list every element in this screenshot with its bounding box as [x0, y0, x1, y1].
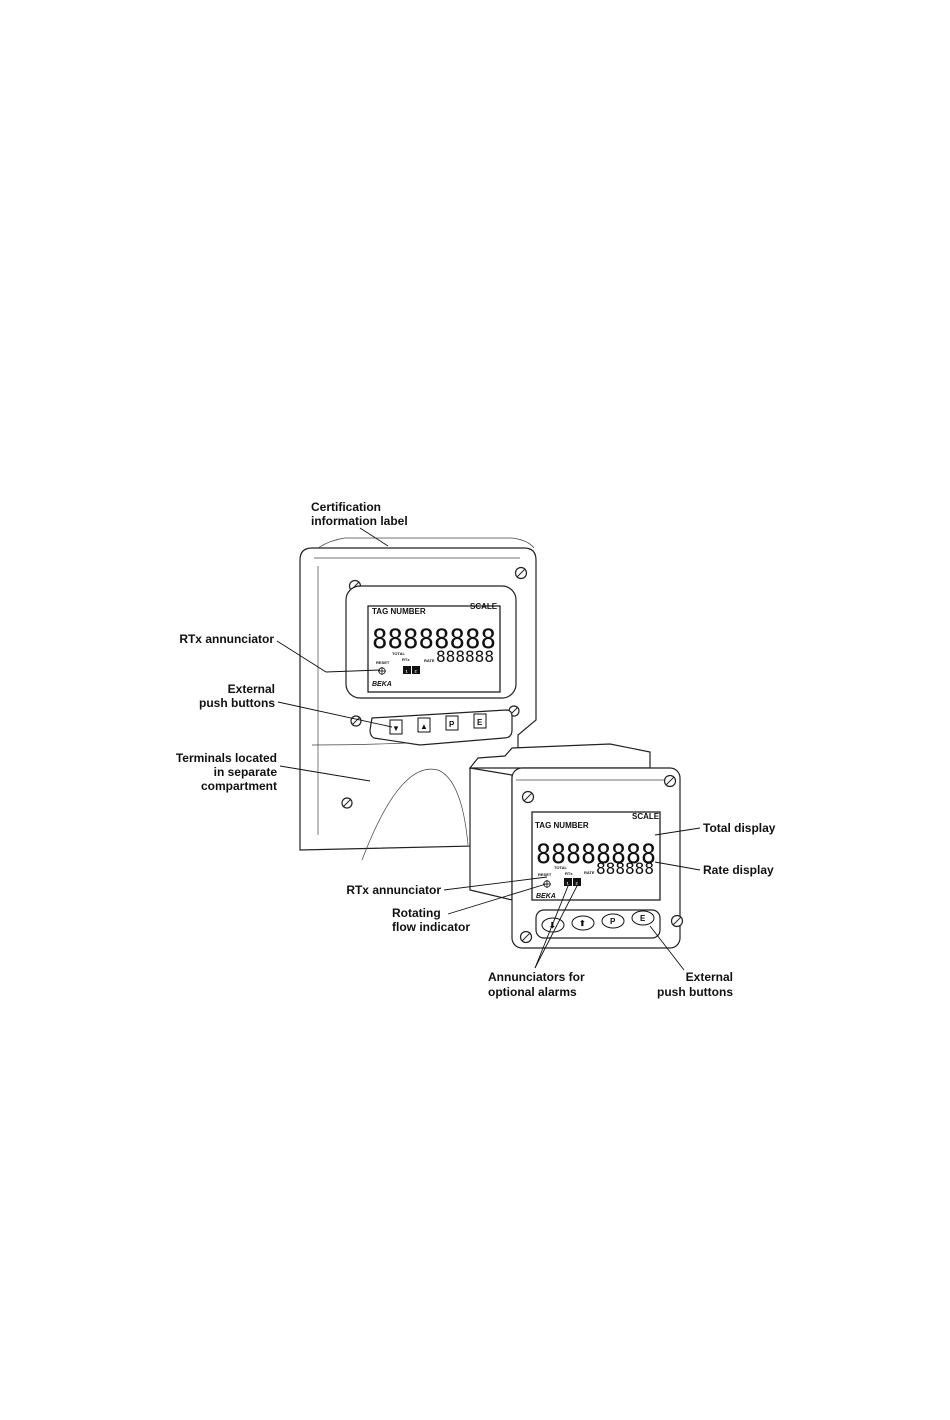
svg-text:E: E [640, 914, 646, 923]
front-screw-bl [519, 930, 533, 944]
svg-text:External: External [228, 682, 275, 696]
rear-screw-tr [514, 566, 528, 580]
front-alarm2-label: 2 [576, 881, 579, 886]
front-rate-label: RATE [584, 870, 595, 875]
front-total-label: TOTAL [554, 865, 568, 870]
svg-text:Rotating: Rotating [392, 906, 441, 920]
front-rate-digits: 888888 [596, 859, 654, 878]
rear-scale-label: SCALE [470, 602, 498, 611]
front-button-panel [535, 909, 661, 939]
svg-text:P: P [610, 917, 616, 926]
front-up-button[interactable]: ⬆ [571, 915, 595, 931]
rear-lcd [367, 605, 501, 693]
rear-tag-number: TAG NUMBER [372, 607, 426, 616]
svg-text:RTx annunciator: RTx annunciator [179, 632, 274, 646]
rear-lid-top [317, 537, 535, 549]
front-lcd [531, 811, 661, 901]
callout-external-buttons-front: External push buttons [649, 925, 733, 999]
callout-rotating-flow: Rotating flow indicator [392, 883, 547, 934]
front-alarm1-label: 1 [567, 881, 570, 886]
callout-terminals: Terminals located in separate compartmen… [176, 751, 371, 793]
front-p-button[interactable]: P [601, 913, 625, 929]
rear-e-button[interactable]: E [473, 713, 487, 729]
rear-alarm1-label: 1 [406, 669, 409, 674]
front-housing-top [468, 743, 651, 769]
svg-text:information label: information label [311, 514, 408, 528]
svg-text:optional alarms: optional alarms [488, 985, 577, 999]
callout-total-display: Total display [654, 821, 776, 836]
svg-text:Total display: Total display [703, 821, 776, 835]
callout-external-buttons-rear: External push buttons [199, 682, 393, 728]
callout-certification-label: Certification information label [311, 500, 408, 547]
front-brand-logo: BEKA [536, 893, 556, 900]
front-reset-label: RESET [538, 872, 552, 877]
svg-text:▼: ▼ [392, 724, 400, 733]
rear-screw-bl [341, 797, 353, 809]
rear-brand-logo: BEKA [372, 681, 392, 688]
rear-total-digits: 88888888 [372, 624, 496, 655]
callout-rtx-annunciator-rear: RTx annunciator [179, 632, 381, 673]
callout-alarm-annunciators: Annunciators for optional alarms [488, 885, 585, 999]
front-total-digits: 88888888 [536, 839, 656, 870]
svg-text:P: P [449, 720, 455, 729]
rear-rate-label: RATE [424, 658, 435, 663]
rear-rate-digits: 888888 [436, 647, 494, 666]
svg-text:E: E [477, 718, 483, 727]
rear-total-label: TOTAL [392, 651, 406, 656]
front-instrument: TAG NUMBER SCALE 88888888 TOTAL RTx RESE… [468, 743, 684, 949]
front-alarm1-annunciator [564, 878, 572, 886]
svg-text:push buttons: push buttons [199, 696, 275, 710]
svg-text:▲: ▲ [420, 722, 428, 731]
svg-text:External: External [686, 970, 733, 984]
rear-flow-indicator-icon [378, 667, 386, 675]
svg-text:in separate: in separate [214, 765, 278, 779]
svg-text:Annunciators for: Annunciators for [488, 970, 585, 984]
front-screw-br [670, 914, 684, 928]
rear-rtx-label: RTx [402, 657, 410, 662]
front-screw-tl [521, 790, 535, 804]
callout-rtx-annunciator-front: RTx annunciator [346, 876, 548, 897]
rear-reset-label: RESET [376, 660, 390, 665]
front-housing-side [469, 767, 513, 901]
rear-p-button[interactable]: P [445, 715, 459, 731]
rear-up-button[interactable]: ▲ [417, 717, 431, 733]
front-down-button[interactable]: ⬇ [541, 917, 565, 933]
rear-alarm2-annunciator [412, 666, 420, 674]
svg-text:⬆: ⬆ [579, 919, 586, 928]
svg-text:flow indicator: flow indicator [392, 920, 470, 934]
front-rtx-label: RTx [565, 871, 573, 876]
front-e-button[interactable]: E [631, 910, 655, 926]
callout-rate-display: Rate display [654, 861, 774, 877]
rear-alarm1-annunciator [403, 666, 411, 674]
front-tag-number: TAG NUMBER [535, 821, 589, 830]
front-scale-label: SCALE [632, 812, 660, 821]
svg-text:compartment: compartment [201, 779, 277, 793]
terminal-compartment-arch [361, 768, 469, 861]
svg-text:push buttons: push buttons [657, 985, 733, 999]
front-flow-indicator-icon [543, 880, 551, 888]
svg-text:Certification: Certification [311, 500, 381, 514]
rear-instrument: TAG NUMBER SCALE 88888888 TOTAL RTx RESE… [299, 537, 537, 861]
rear-alarm2-label: 2 [415, 669, 418, 674]
rear-screw-ml [350, 715, 362, 727]
svg-text:Terminals located: Terminals located [176, 751, 277, 765]
svg-text:RTx annunciator: RTx annunciator [346, 883, 441, 897]
front-screw-tr [663, 774, 677, 788]
front-alarm2-annunciator [573, 878, 581, 886]
svg-text:Rate display: Rate display [703, 863, 774, 877]
